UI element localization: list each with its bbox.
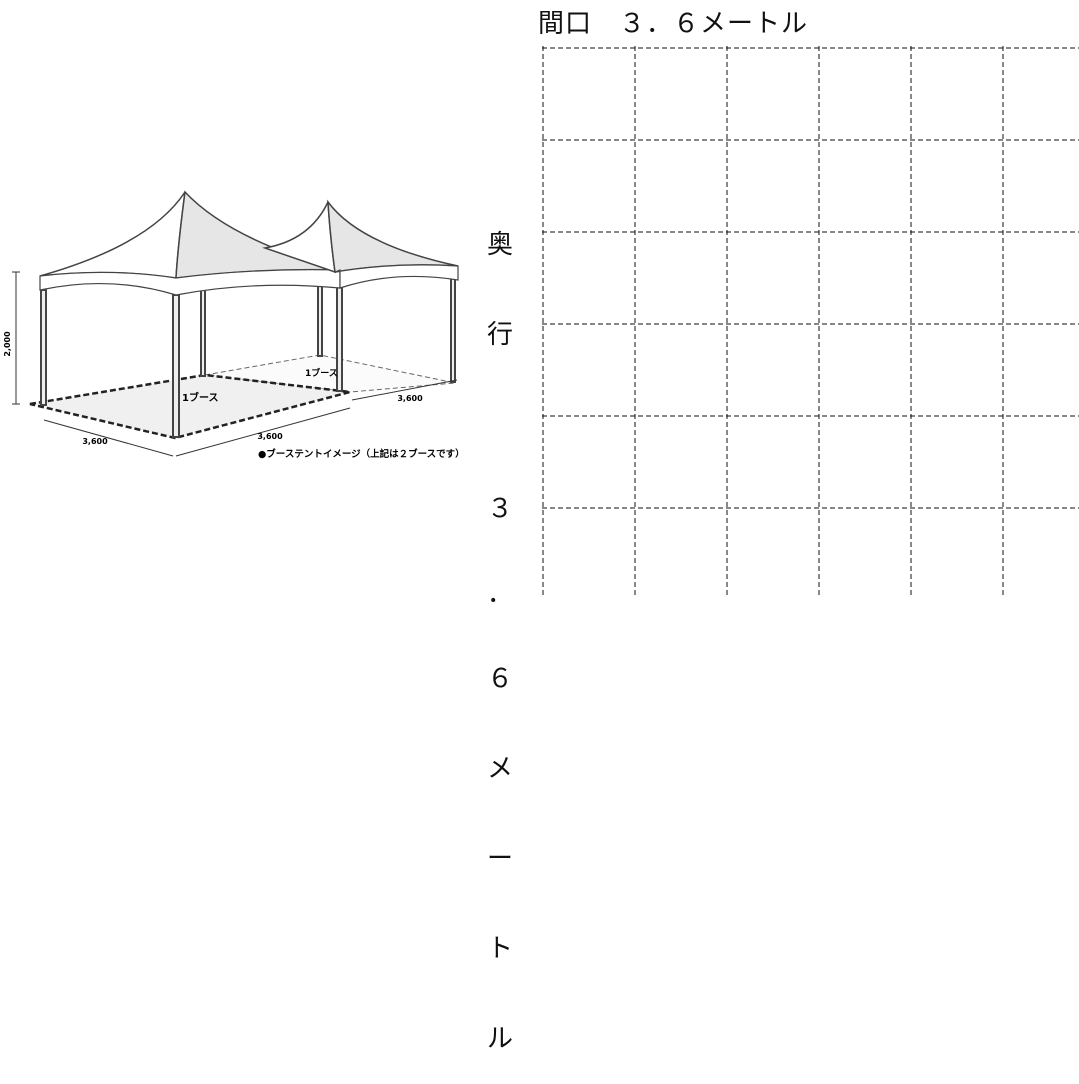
tent-illustration: 2,000 3,600 3,600 3,600 1ブース 1ブース ●ブーステン… [0, 180, 500, 480]
height-dimension [12, 271, 20, 405]
depth-heading-char: ３ [486, 494, 513, 524]
depth-heading: 奥 行 ３ ． ６ メ ー ト ル [482, 170, 518, 1084]
depth-heading-char: ． [486, 579, 513, 609]
depth-heading-spacer [482, 410, 518, 434]
depth-heading-char: 行 [486, 320, 513, 350]
tent-caption: ●ブーステントイメージ（上記は２ブースです） [258, 448, 465, 460]
back-canopy-right [327, 199, 459, 273]
back-valance [334, 264, 459, 289]
layout-grid [542, 46, 1079, 596]
booth-front-label: 1ブース [182, 391, 218, 404]
left-depth-label: 3,600 [82, 437, 108, 446]
depth-heading-char: メ [486, 754, 513, 784]
depth-heading-char: ト [486, 934, 513, 964]
booth-back-label: 1ブース [305, 367, 338, 379]
layout-grid-lines [542, 46, 1079, 596]
depth-heading-char: 奥 [486, 230, 513, 260]
right-depth-label: 3,600 [397, 394, 423, 403]
right-depth-dimension [351, 379, 458, 401]
depth-heading-char: ル [486, 1024, 513, 1054]
depth-heading-char: ー [486, 844, 513, 874]
tent-drawing: 2,000 3,600 3,600 3,600 1ブース 1ブース ●ブーステン… [3, 190, 465, 460]
front-width-label: 3,600 [257, 432, 283, 441]
depth-heading-char: ６ [486, 664, 513, 694]
front-canopy-left [39, 191, 186, 279]
left-depth-dimension [43, 419, 174, 457]
front-booth-floor [29, 373, 351, 440]
width-heading: 間口 ３．６メートル [538, 9, 809, 39]
height-label: 2,000 [3, 331, 12, 357]
front-width-dimension [175, 407, 351, 457]
